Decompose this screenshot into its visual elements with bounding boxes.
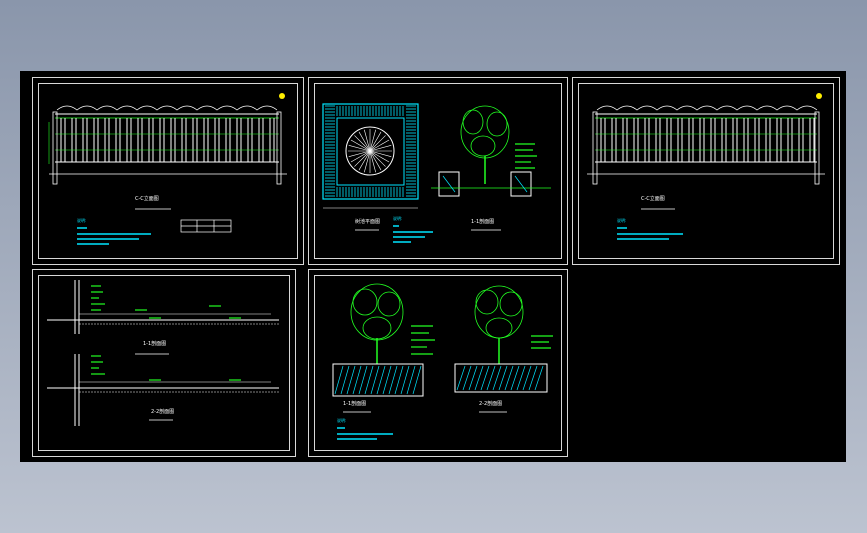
north-arrow-icon [816, 93, 822, 99]
tree-icon [350, 283, 404, 341]
sheet-1-drawing [48, 93, 287, 245]
sheet-3-note-heading: 说明: [617, 218, 627, 223]
sheet-2-note-heading: 说明: [393, 216, 403, 221]
sheet-3[interactable]: C-C立面图 说明: [572, 77, 840, 265]
sheet-1-caption: C-C立面图 [135, 196, 159, 202]
sheet-5-border: 1-1剖面图 2-2剖面图 说明: [314, 275, 562, 451]
tree-icon [460, 105, 510, 159]
sheet-5-caption-2: 2-2剖面图 [479, 401, 503, 407]
sheet-1[interactable]: C-C立面图 说明: [32, 77, 304, 265]
north-arrow-icon [279, 93, 285, 99]
sheet-3-drawing [587, 93, 825, 240]
sheet-2[interactable]: 树池平面图 1-1剖面图 说明: [308, 77, 568, 265]
sheet-2-caption: 树池平面图 [355, 219, 381, 225]
sheet-2-border: 树池平面图 1-1剖面图 说明: [314, 83, 562, 259]
sheet-2-caption-2: 1-1剖面图 [471, 219, 495, 225]
sheet-3-caption: C-C立面图 [641, 196, 665, 202]
sheet-5-drawing [332, 283, 553, 440]
sheet-1-border: C-C立面图 说明: [38, 83, 298, 259]
sheet-5[interactable]: 1-1剖面图 2-2剖面图 说明: [308, 269, 568, 457]
tree-icon [474, 285, 524, 339]
sheet-5-caption: 1-1剖面图 [343, 401, 367, 407]
sheet-4[interactable]: 1-1剖面图 2-2剖面图 [32, 269, 296, 457]
sheet-3-border: C-C立面图 说明: [578, 83, 834, 259]
sheet-4-caption: 1-1剖面图 [143, 341, 167, 347]
sheet-1-note-heading: 说明: [77, 218, 87, 223]
sheet-4-border: 1-1剖面图 2-2剖面图 [38, 275, 290, 451]
sheet-2-drawing [322, 103, 551, 243]
sheet-4-drawing [47, 280, 279, 426]
sheet-4-caption-2: 2-2剖面图 [151, 409, 175, 415]
sheet-5-note-heading: 说明: [337, 418, 347, 423]
model-space[interactable]: C-C立面图 说明: [20, 71, 846, 462]
